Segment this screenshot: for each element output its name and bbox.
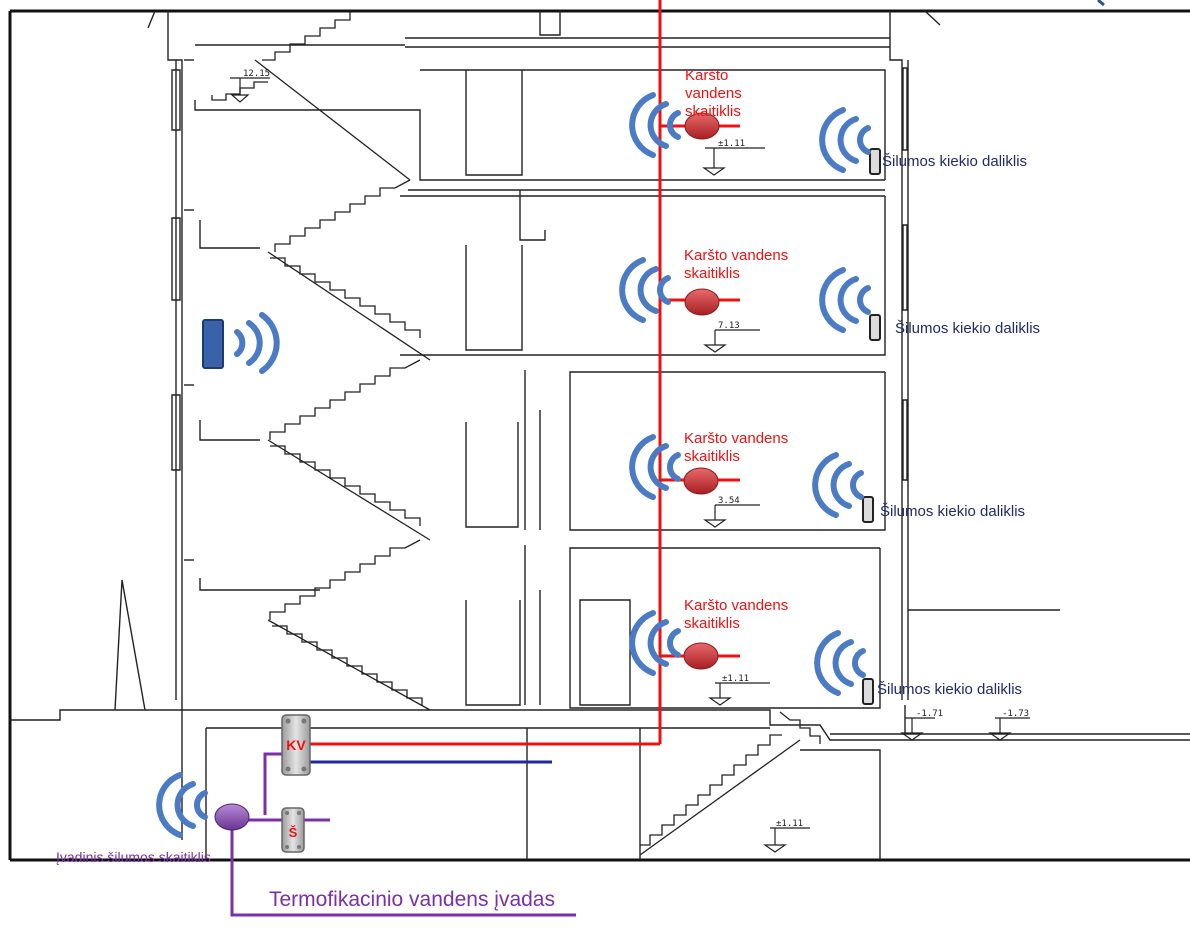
heat-allocators (862, 148, 881, 705)
main-heat-meter-label: Įvadinis šilumos skaitiklis (56, 849, 211, 865)
drawing-frame (8, 9, 1190, 862)
exchanger-label-kv: KV (286, 737, 306, 753)
heat-allocator-label-3: Šilumos kiekio daliklis (880, 503, 1026, 520)
heat-cost-allocator-icon (869, 314, 881, 341)
heat-allocator-label-2: Šilumos kiekio daliklis (895, 320, 1041, 337)
heat-cost-allocator-icon (869, 148, 881, 175)
data-collector-icon (202, 319, 224, 369)
building-walls (10, 10, 1190, 860)
main-heat-meter-icon (214, 803, 250, 831)
hot-water-meter-label-2: Karšto vandens skaitiklis (684, 247, 789, 282)
wireless-signal-icon (632, 95, 678, 155)
heat-allocator-label-1: Šilumos kiekio daliklis (882, 153, 1028, 170)
hot-water-meter-icon (683, 642, 719, 670)
hot-water-meter-label-3: Karšto vandens skaitiklis (684, 430, 789, 465)
wireless-signal-icon (817, 633, 863, 693)
level-label-basement: ±1.11 (776, 819, 803, 829)
heat-exchanger-heating: Š (281, 807, 305, 853)
level-label-floor-4: ±1.11 (722, 674, 749, 684)
level-label-ground-1: -1.71 (916, 709, 943, 719)
hot-water-meter-icon (683, 467, 719, 495)
wireless-signal-icon (632, 613, 678, 673)
heat-exchangers: KV Š (281, 714, 311, 853)
wireless-signal-icon (822, 270, 868, 330)
heat-allocator-label-4: Šilumos kiekio daliklis (877, 681, 1023, 698)
district-heating-inlet-label: Termofikacinio vandens įvadas (269, 888, 555, 911)
hot-water-meter-label-4: Karšto vandens skaitiklis (684, 597, 789, 632)
hot-water-meter-icon (684, 288, 720, 316)
hot-water-meter-icon (684, 112, 720, 140)
exchanger-label-heating: Š (289, 825, 298, 840)
heat-exchanger-kv: KV (281, 714, 311, 776)
heat-cost-allocator-icon (862, 678, 874, 705)
level-label-stair: 12.15 (243, 69, 270, 79)
level-label-floor-3: 3.54 (718, 496, 740, 506)
level-markers (230, 77, 1030, 853)
hot-water-meter-label-1: Karšto vandens skaitiklis (685, 67, 742, 120)
level-label-ground-2: -1.73 (1002, 709, 1029, 719)
heat-exchanger-icon (281, 714, 311, 776)
level-label-floor-2: 7.13 (718, 321, 740, 331)
wireless-signal-icon (237, 315, 277, 371)
wireless-signal-icon (822, 110, 868, 170)
wireless-signal-icon (632, 437, 678, 497)
hot-water-meters (683, 112, 720, 670)
level-label-floor-1: ±1.11 (718, 139, 745, 149)
heat-exchanger-icon (281, 807, 305, 853)
heat-cost-allocator-icon (862, 496, 874, 523)
